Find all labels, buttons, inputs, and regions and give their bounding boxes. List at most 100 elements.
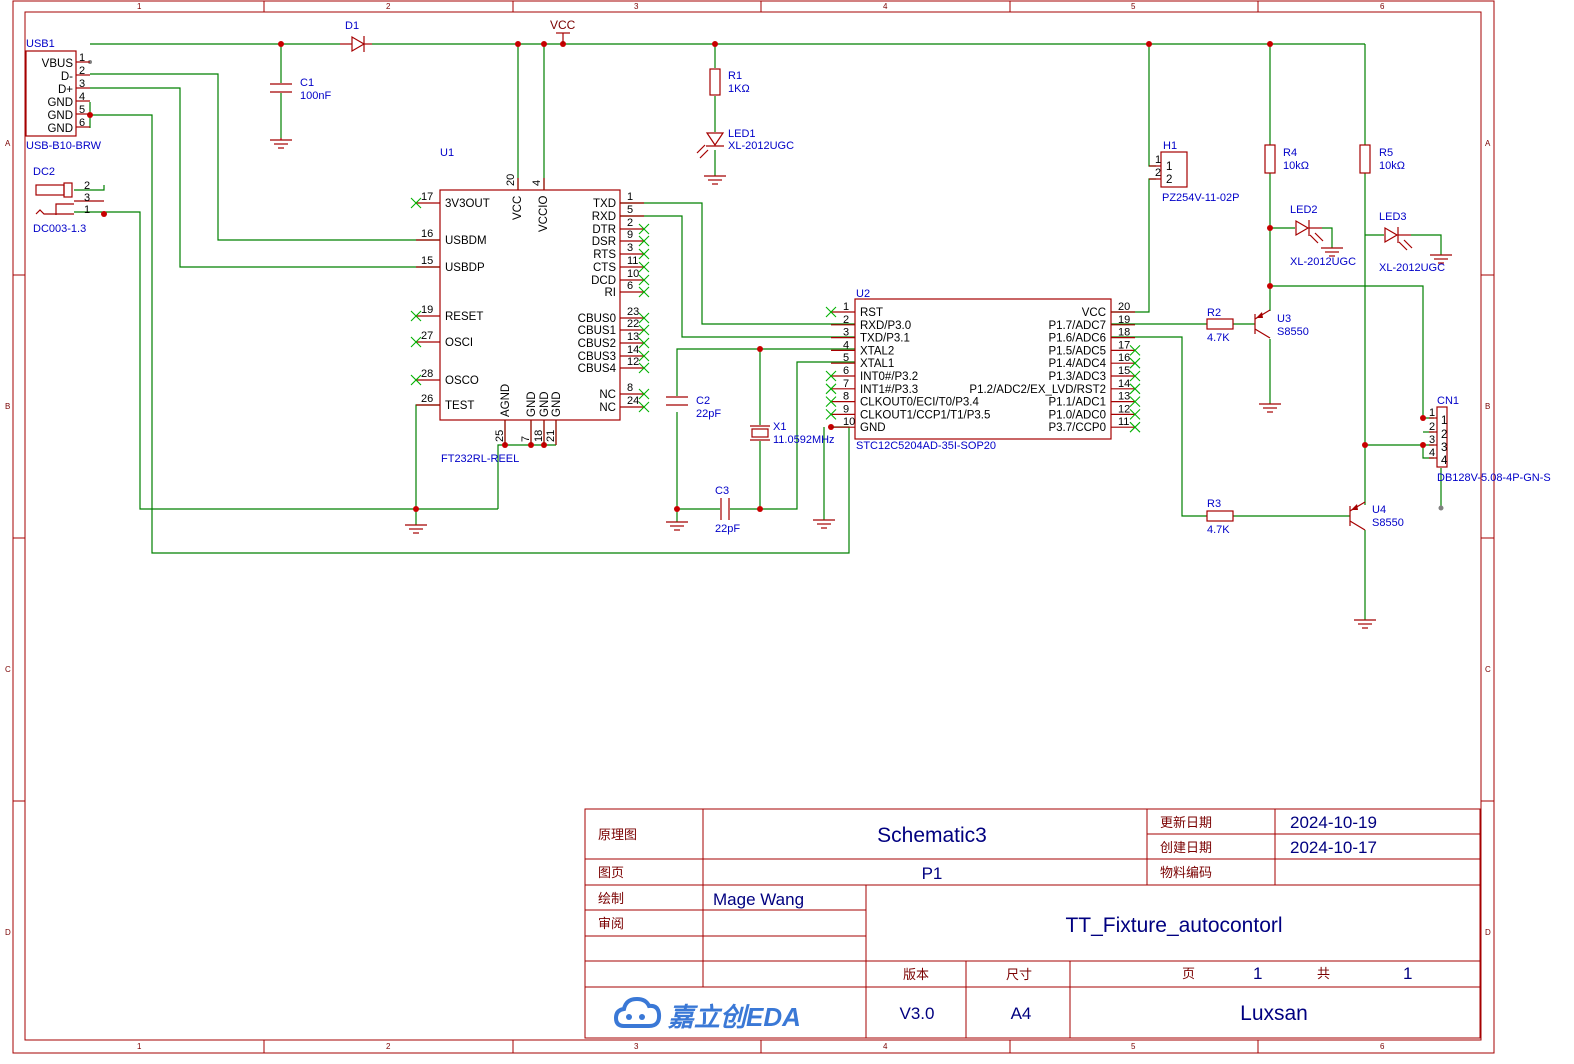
dc2-value: DC003-1.3 [33,223,86,235]
r5-designator: R5 [1379,147,1393,159]
dc2-jack: DC2 DC003-1.3 2 3 1 [33,166,104,235]
no-connect-mark [1129,396,1141,407]
ground-symbols [270,138,1452,629]
pin-label: RTS [593,249,616,261]
pin-label: XTAL1 [860,358,894,370]
pin-number: 22 [627,318,639,330]
h1-pin-number: 2 [1155,167,1161,179]
no-connect-mark [410,310,422,322]
size-value: A4 [1011,1004,1032,1023]
usb1-pin-number: 2 [79,65,85,77]
project-name: TT_Fixture_autocontorl [1065,914,1282,937]
usb1-pin-number: 6 [79,117,85,129]
logo-text: 嘉立创EDA [667,1002,801,1032]
u3-value: S8550 [1277,326,1309,338]
pin-label: P1.1/ADC1 [1048,397,1106,409]
pin-number: 15 [1118,365,1130,377]
company-name: Luxsan [1240,1002,1308,1025]
pin-label: NC [599,389,616,401]
cloud-icon [613,996,662,1028]
usb1-designator: USB1 [26,38,55,50]
pin-label: P1.6/ADC6 [1048,333,1106,345]
pin-label: AGND [500,384,512,417]
pin-number: 24 [627,395,639,407]
pin-number: 2 [843,314,849,326]
no-connect-mark [638,401,650,413]
zone-row-c: C [5,665,11,674]
zone-col-2-bottom: 2 [386,1042,391,1051]
pin-number: 10 [843,416,855,428]
pin-number: 13 [1118,391,1130,403]
u2-right-pins: 20VCC19P1.7/ADC718P1.6/ADC617P1.5/ADC516… [969,301,1141,434]
c2-capacitor: C2 22pF [666,395,721,420]
u1-pin-number: 20 [505,174,517,186]
d1-designator: D1 [345,20,359,32]
pin-number: 8 [843,391,849,403]
pin-number: 16 [1118,352,1130,364]
cn1-pin-label: 3 [1441,442,1447,454]
led3-designator: LED3 [1379,211,1407,223]
no-connect-mark [825,306,837,318]
pin-number: 18 [533,430,545,442]
zone-row-a: A [5,139,11,148]
pin-label: USBDM [445,235,487,247]
pin-number: 16 [421,228,433,240]
usb1-pin-number: 3 [79,78,85,90]
led3-value: XL-2012UGC [1379,262,1445,274]
pin-label: RESET [445,311,483,323]
pin-number: 1 [843,301,849,313]
no-connect-mark [638,350,650,362]
pin-number: 3 [843,327,849,339]
pin-label: XTAL2 [860,345,894,357]
no-connect-mark [1129,345,1141,356]
pin-label: RI [605,287,617,299]
pin-number: 3 [627,242,633,254]
r3-resistor: R3 4.7K [1206,498,1234,536]
pin-label: P1.5/ADC5 [1048,345,1106,357]
u3-designator: U3 [1277,313,1291,325]
usb1-pin-number: 1 [79,52,85,64]
c1-value: 100nF [300,90,331,102]
label-drawn: 绘制 [598,891,624,906]
u4-designator: U4 [1372,504,1386,516]
zone-col-3-bottom: 3 [634,1042,639,1051]
pin-label: P1.4/ADC4 [1048,358,1106,370]
pin-number: 25 [494,430,506,442]
cn1-connector: CN1 DB128V-5.08-4P-GN-S 1 2 3 4 1 2 3 4 [1429,395,1551,484]
cn1-pin-number: 4 [1429,447,1435,459]
pin-number: 12 [627,356,639,368]
no-connect-mark [410,336,422,348]
u1-designator: U1 [440,147,454,159]
h1-pin-number: 1 [1155,154,1161,166]
usb1-pin-dminus: D- [61,71,73,83]
pin-number: 2 [627,217,633,229]
label-updated: 更新日期 [1160,815,1212,830]
zone-col-4: 4 [883,2,888,11]
pin-label: OSCO [445,375,479,387]
pin-number: 21 [545,430,557,442]
pin-label: P1.3/ADC3 [1048,371,1106,383]
zone-row-a-right: A [1485,139,1491,148]
h1-header: H1 PZ254V-11-02P 1 2 1 2 [1149,140,1239,204]
schematic-name: Schematic3 [877,824,987,847]
pin-label: RXD [592,211,616,223]
zone-col-6-bottom: 6 [1380,1042,1385,1051]
title-block: 原理图 Schematic3 更新日期 2024-10-19 创建日期 2024… [584,808,1481,1039]
d1-diode: D1 [340,20,372,53]
zone-col-6: 6 [1380,2,1385,11]
pin-label: GND [551,391,563,417]
u1-value: FT232RL-REEL [441,453,519,465]
pin-number: 8 [627,382,633,394]
pin-label: DCD [591,275,616,287]
updated-date: 2024-10-19 [1290,813,1377,832]
zone-row-b: B [5,402,10,411]
label-page: 图页 [598,865,624,880]
no-connect-mark [1129,370,1141,382]
usb1-pin-gnd: GND [47,97,73,109]
r3-designator: R3 [1207,498,1221,510]
pin-label: CBUS3 [578,351,616,363]
pin-number: 18 [1118,327,1130,339]
zone-row-d-right: D [1485,928,1491,937]
